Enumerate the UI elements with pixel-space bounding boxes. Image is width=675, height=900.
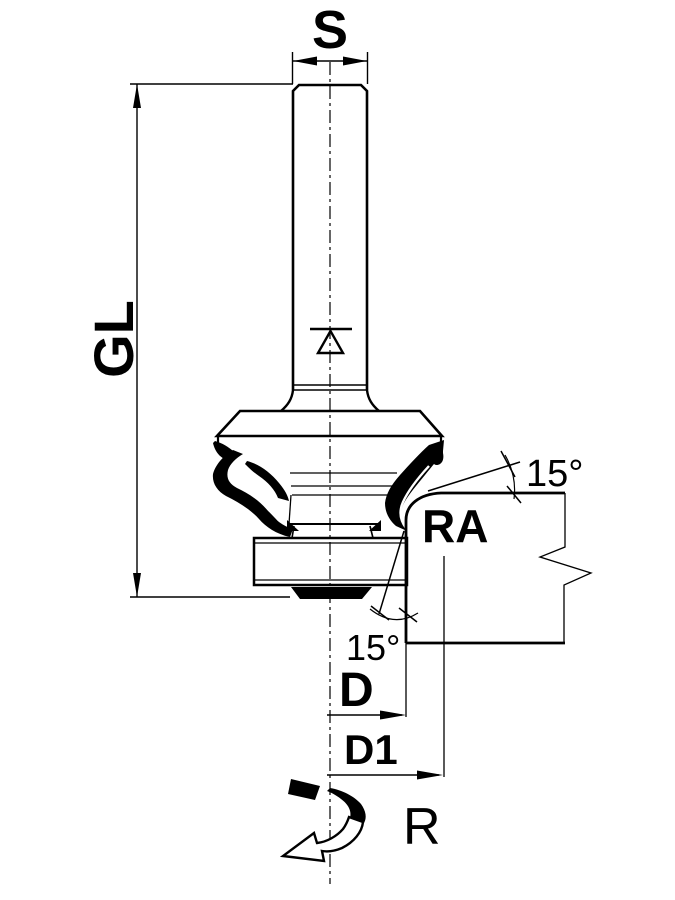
cutter-hub [288,472,397,539]
right-wing-highlight [399,465,430,529]
dimension-gl [130,83,293,598]
shank [280,83,380,412]
top-angle-callout [427,450,522,504]
dimension-s [291,52,369,84]
bottom-angle-label: 15° [346,627,400,668]
break-line [538,493,593,643]
r-label: R [403,798,441,856]
right-cutting-wing [369,440,444,531]
s-label: S [312,0,348,60]
retaining-washer [291,587,372,599]
top-angle-label: 15° [526,453,583,495]
d1-label: D1 [344,726,398,773]
gl-label: GL [82,300,145,378]
tool-body [212,83,445,599]
ra-label: RA [422,500,488,552]
bottom-angle-callout [369,530,419,623]
workpiece-profile [404,491,593,777]
d-label: D [339,664,374,717]
dimension-d [327,710,406,720]
left-cutting-wing [212,441,299,537]
datum-triangle-mark [310,327,352,355]
rotation-arrow [279,779,366,863]
dimension-d1 [327,770,443,780]
